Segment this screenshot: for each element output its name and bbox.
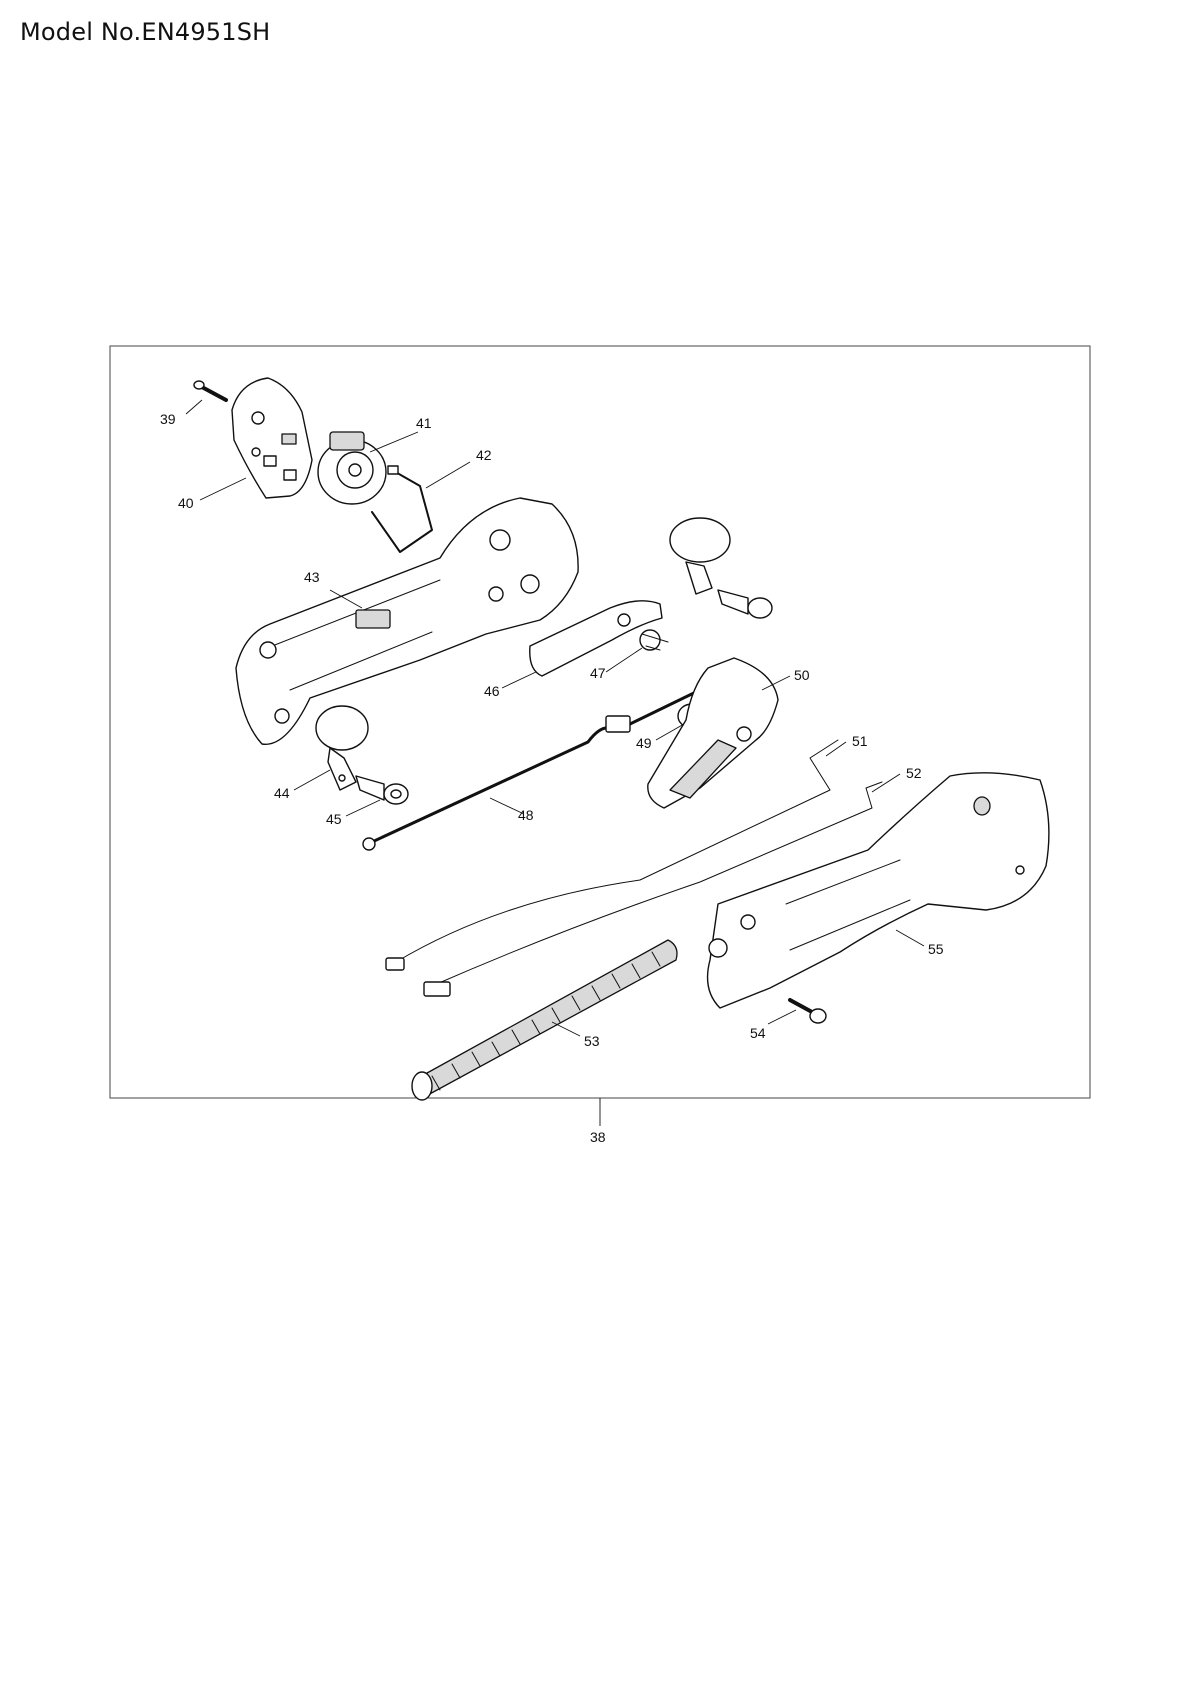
callout-50: 50 (794, 667, 810, 683)
upper-clamp (669, 517, 773, 619)
leader-53 (551, 1021, 581, 1037)
part-42-wire-spring (371, 465, 433, 553)
leader-44 (293, 769, 331, 791)
part-46-throttle-trigger (529, 600, 663, 677)
leader-48 (489, 797, 525, 815)
part-39-screw (193, 380, 228, 402)
part-50-lever-housing (647, 657, 779, 809)
callout-41: 41 (416, 415, 432, 431)
leader-52 (871, 773, 901, 793)
leader-40 (199, 477, 247, 501)
leader-47 (605, 647, 643, 673)
callout-42: 42 (476, 447, 492, 463)
callout-48: 48 (518, 807, 534, 823)
callout-46: 46 (484, 683, 500, 699)
callout-55: 55 (928, 941, 944, 957)
callout-44: 44 (274, 785, 290, 801)
part-40-cover (231, 377, 313, 499)
callout-52: 52 (906, 765, 922, 781)
part-53-protector-coil (411, 939, 678, 1101)
leader-46 (501, 671, 537, 689)
leader-51 (825, 741, 847, 757)
callout-49: 49 (636, 735, 652, 751)
callout-45: 45 (326, 811, 342, 827)
leader-54 (767, 1009, 797, 1025)
callout-47: 47 (590, 665, 606, 681)
callout-54: 54 (750, 1025, 766, 1041)
callout-53: 53 (584, 1033, 600, 1049)
part-41-knob (317, 431, 387, 505)
callout-51: 51 (852, 733, 868, 749)
part-52-stop-cable (423, 781, 883, 997)
assembly-number: 38 (590, 1129, 606, 1145)
leader-39 (185, 399, 203, 415)
leader-55 (895, 929, 925, 947)
part-54-screw (788, 998, 827, 1024)
callout-43: 43 (304, 569, 320, 585)
part-48-throttle-cable (362, 686, 708, 851)
leader-43 (329, 589, 363, 609)
leader-45 (345, 799, 381, 817)
callout-39: 39 (160, 411, 176, 427)
leader-42 (425, 461, 471, 489)
part-51-stop-cable (385, 739, 839, 971)
part-43-handle-housing (235, 497, 579, 745)
part-45-bolt (355, 775, 409, 805)
model-number-title: Model No.EN4951SH (20, 18, 271, 46)
part-44-clamp (315, 705, 369, 791)
callout-40: 40 (178, 495, 194, 511)
leader-50 (761, 675, 791, 691)
part-47-spring (639, 629, 669, 651)
leader-41 (369, 431, 419, 453)
part-55-rear-handle (706, 772, 1050, 1009)
leader-49 (655, 723, 685, 741)
